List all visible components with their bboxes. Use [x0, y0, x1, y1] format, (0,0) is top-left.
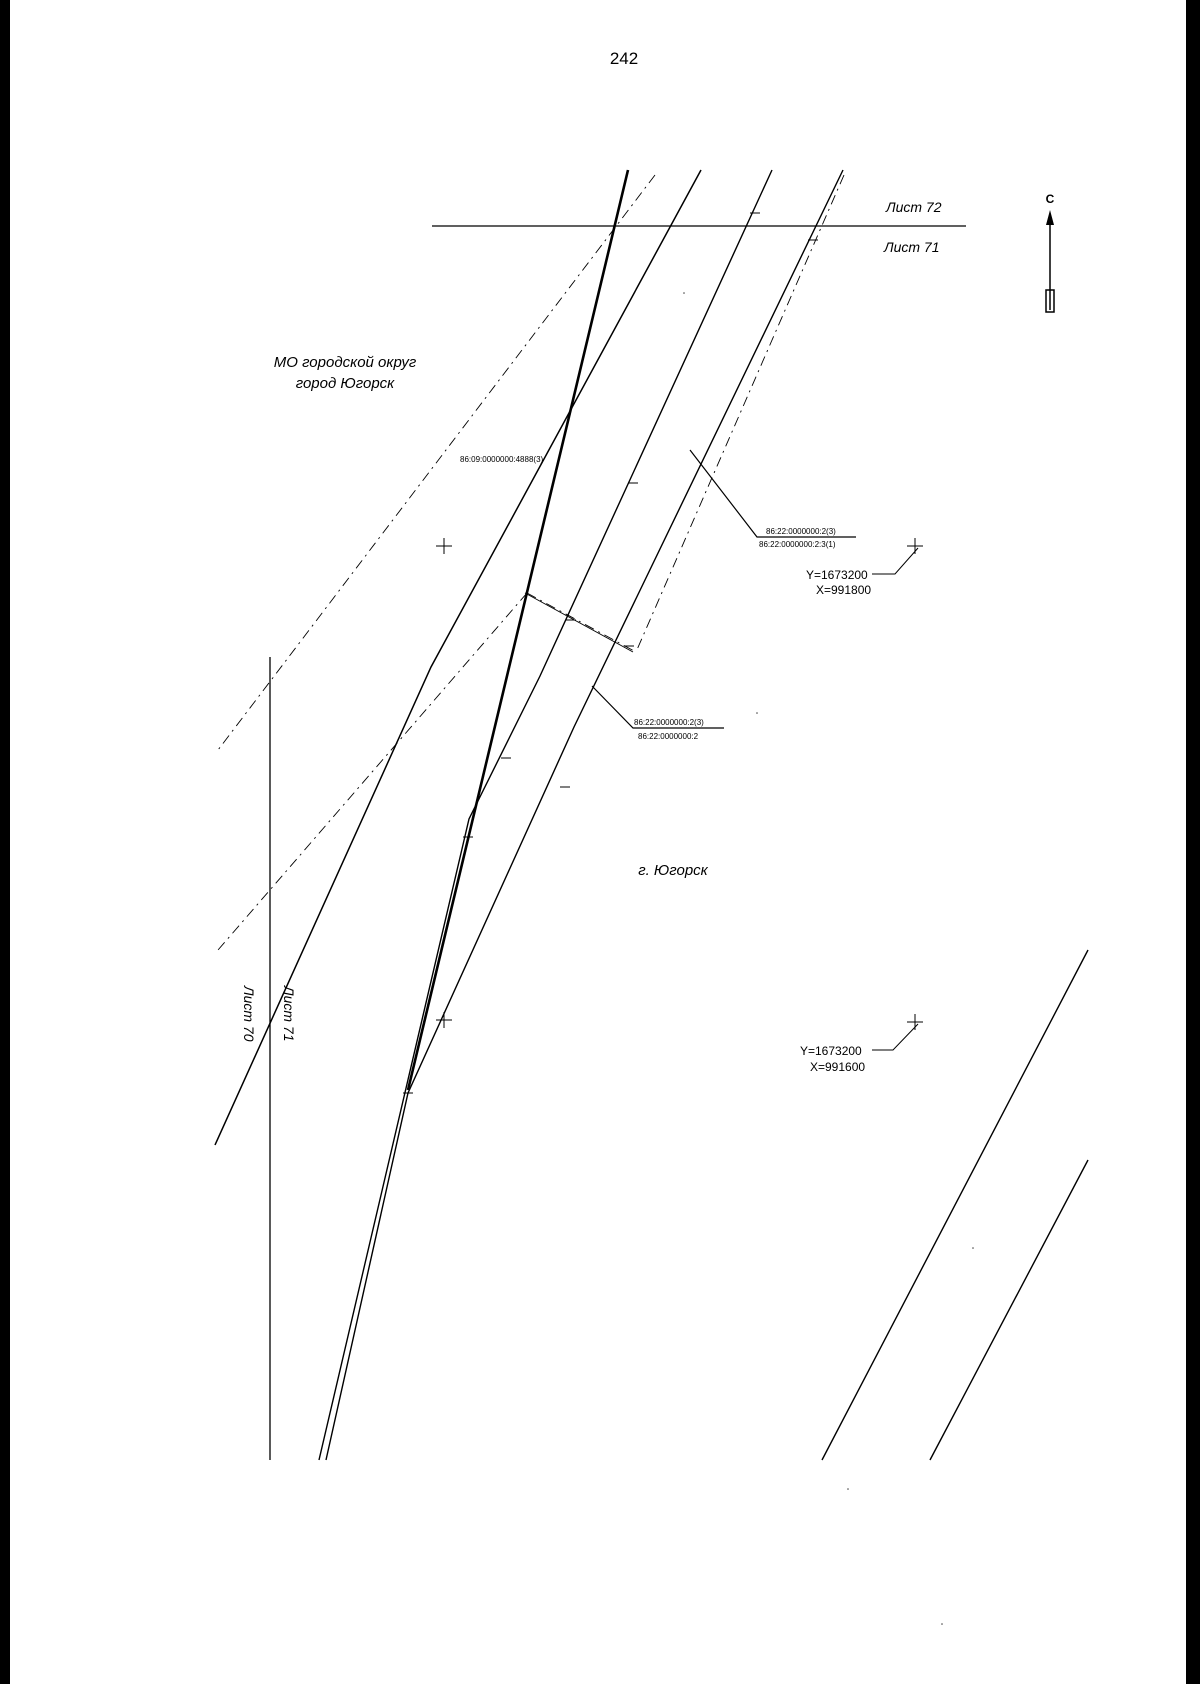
- coordinate-1-y: Y=1673200: [806, 568, 868, 582]
- line-ticks: [403, 212, 818, 1094]
- coordinate-2-x: X=991600: [810, 1060, 865, 1074]
- coordinate-leader-2: [872, 1023, 919, 1051]
- scan-specks: [683, 292, 974, 1625]
- parcel-label-1: 86:09:0000000:4888(3): [460, 455, 544, 464]
- parcel-leader-3: [591, 685, 724, 729]
- town-label: г. Югорск: [638, 862, 708, 879]
- parcel-label-3-top: 86:22:0000000:2(3): [634, 718, 704, 727]
- district-label-line2: город Югорск: [296, 375, 395, 392]
- parcel-label-3-bottom: 86:22:0000000:2: [638, 732, 699, 741]
- parcel-label-2-top: 86:22:0000000:2(3): [766, 527, 836, 536]
- left-scan-border: [0, 0, 10, 1684]
- coordinate-1-x: X=991800: [816, 583, 871, 597]
- parcel-leader-2: [689, 449, 856, 538]
- road-lines: [214, 169, 1089, 1461]
- dashed-boundaries: [217, 174, 845, 951]
- sheet-label-right: Лист 71: [281, 985, 297, 1042]
- coordinate-2-y: Y=1673200: [800, 1044, 862, 1058]
- page-number: 242: [610, 49, 638, 68]
- sheet-label-below: Лист 71: [883, 239, 940, 255]
- grid-cross-icon: [436, 538, 923, 1030]
- sheet-label-left: Лист 70: [241, 985, 257, 1042]
- sheet-label-top: Лист 72: [885, 199, 942, 215]
- north-arrow-label: С: [1046, 192, 1055, 206]
- district-label-line1: МО городской округ: [274, 354, 417, 371]
- right-scan-border: [1186, 0, 1200, 1684]
- coordinate-leader-1: [872, 547, 919, 575]
- north-arrow-icon: [1045, 210, 1055, 313]
- parcel-label-2-bottom: 86:22:0000000:2:3(1): [759, 540, 836, 549]
